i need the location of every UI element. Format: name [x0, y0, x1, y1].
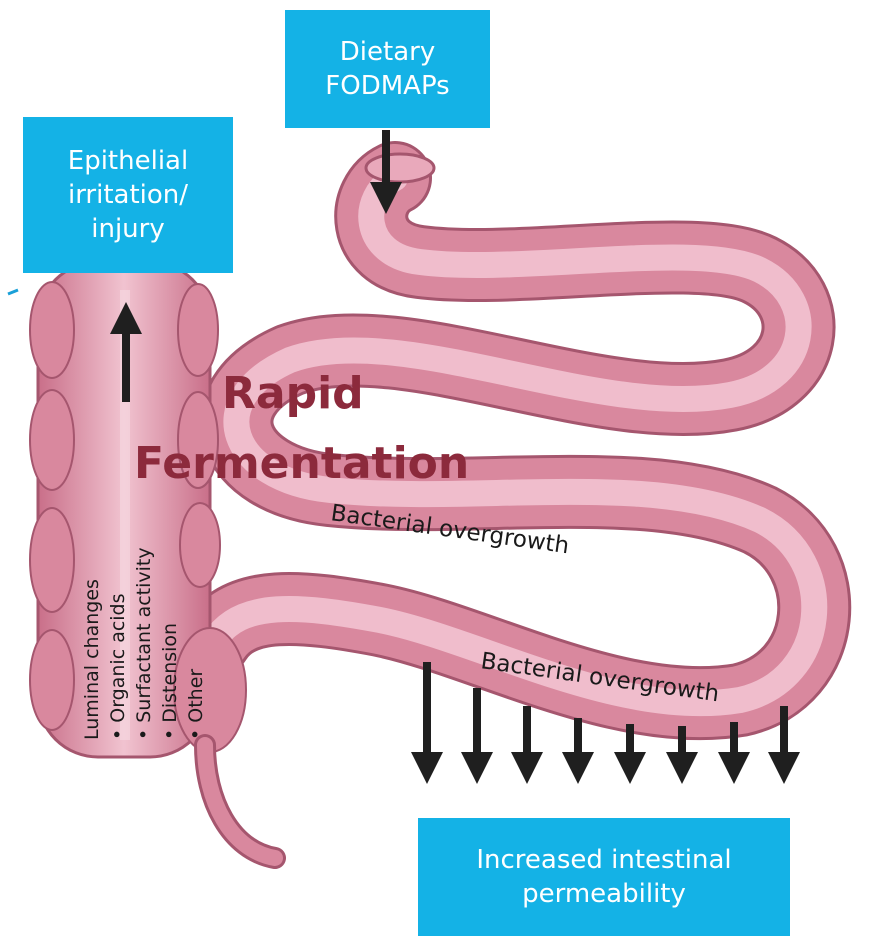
epithelial-line2: irritation/: [68, 178, 188, 212]
epithelial-line3: injury: [91, 212, 164, 246]
permeability-box: Increased intestinal permeability: [418, 818, 790, 936]
colon-pouch: [30, 630, 74, 730]
small-intestine: [215, 154, 814, 703]
luminal-item: • Distension: [159, 623, 181, 740]
colon-pouch: [180, 503, 220, 587]
stray-mark: [8, 290, 18, 294]
luminal-item: • Organic acids: [107, 593, 129, 740]
intestine-opening: [366, 154, 434, 182]
luminal-item: • Surfactant activity: [133, 547, 155, 740]
dietary-line2: FODMAPs: [325, 69, 449, 103]
epithelial-injury-box: Epithelial irritation/ injury: [23, 117, 233, 273]
fermentation-label: Fermentation: [134, 438, 469, 489]
rapid-label: Rapid: [222, 368, 364, 419]
permeability-line2: permeability: [522, 877, 686, 911]
colon-pouch: [30, 390, 74, 490]
colon-pouch: [30, 282, 74, 378]
dietary-line1: Dietary: [340, 35, 435, 69]
dietary-fodmaps-box: Dietary FODMAPs: [285, 10, 490, 128]
luminal-heading: Luminal changes: [81, 579, 103, 740]
colon-pouch: [178, 284, 218, 376]
permeability-line1: Increased intestinal: [476, 843, 731, 877]
colon-pouch: [30, 508, 74, 612]
luminal-item: • Other: [185, 669, 207, 740]
epithelial-line1: Epithelial: [68, 144, 188, 178]
